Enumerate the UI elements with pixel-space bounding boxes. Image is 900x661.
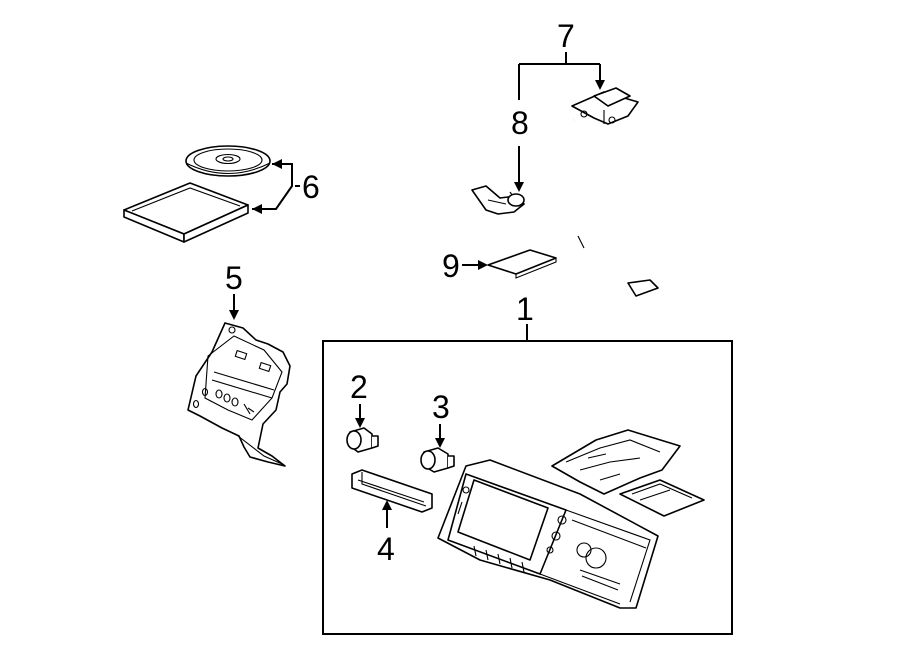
assembly-box bbox=[322, 340, 733, 635]
callout-4: 4 bbox=[377, 531, 395, 567]
cable-connector bbox=[471, 185, 525, 215]
trim-strip bbox=[351, 469, 433, 513]
callout-8: 8 bbox=[511, 105, 529, 141]
navigation-disc bbox=[185, 145, 271, 177]
knob-2 bbox=[346, 427, 379, 453]
antenna-cable bbox=[538, 118, 659, 297]
gps-antenna bbox=[571, 87, 639, 125]
adhesive-pad bbox=[487, 249, 557, 279]
callout-9: 9 bbox=[442, 248, 460, 284]
knob-3 bbox=[420, 447, 455, 473]
callout-5: 5 bbox=[225, 260, 243, 296]
callout-1: 1 bbox=[516, 291, 534, 327]
callout-7: 7 bbox=[557, 18, 575, 54]
disc-case bbox=[123, 182, 249, 243]
callout-6-leader bbox=[252, 159, 300, 214]
callout-7-leader bbox=[518, 52, 605, 100]
protective-bag bbox=[551, 429, 681, 495]
instruction-card bbox=[619, 479, 705, 517]
navigation-unit bbox=[437, 459, 659, 609]
callout-3: 3 bbox=[432, 389, 450, 425]
mounting-bracket bbox=[187, 322, 291, 467]
callout-2: 2 bbox=[350, 369, 368, 405]
callout-6: 6 bbox=[302, 169, 320, 205]
